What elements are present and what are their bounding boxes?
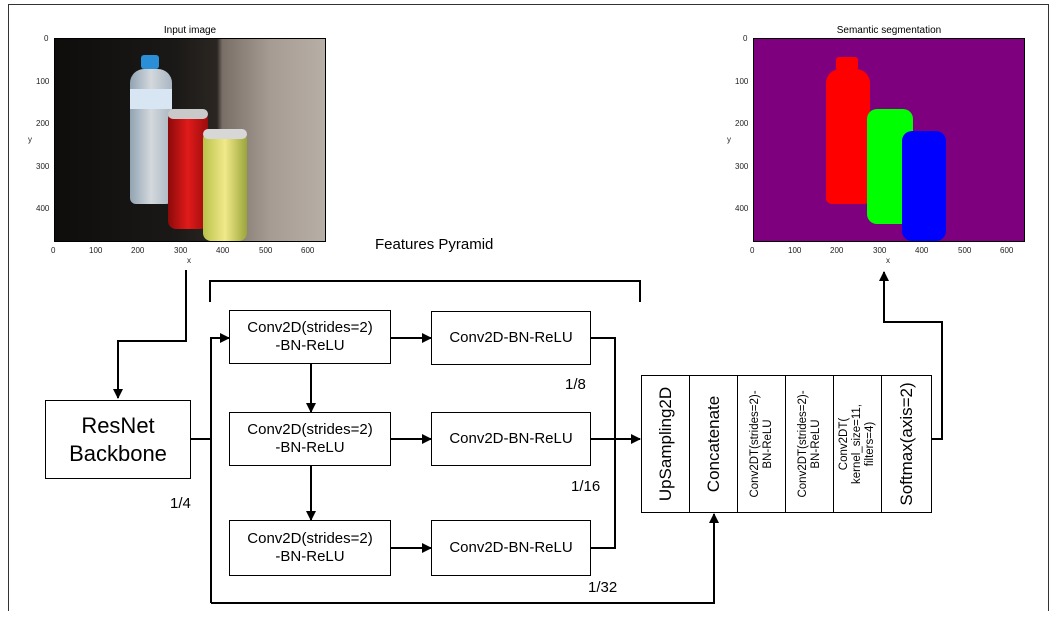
concatenate-label: Concatenate [703, 395, 723, 493]
figure-frame [8, 4, 1049, 611]
input-ytick: 0 [44, 34, 49, 43]
conv-stride-line2: -BN-ReLU [275, 548, 345, 565]
segmentation-plot [753, 38, 1025, 242]
softmax-box: Softmax(axis=2) [881, 375, 932, 513]
seg-xtick: 100 [788, 246, 802, 255]
backbone-line2: Backbone [69, 440, 167, 466]
seg-xlabel: x [886, 256, 890, 265]
merge-line-1 [591, 337, 616, 549]
conv-stride-line1: Conv2D(strides=2) [247, 530, 373, 547]
features-pyramid-label: Features Pyramid [375, 236, 494, 253]
conv-stride-line1: Conv2D(strides=2) [247, 319, 373, 336]
conv-stride-box-2: Conv2D(strides=2) -BN-ReLU [229, 412, 391, 466]
conv-bn-box-3: Conv2D-BN-ReLU [431, 520, 591, 576]
conv-bn-label: Conv2D-BN-ReLU [449, 329, 573, 346]
input-xtick: 500 [259, 246, 273, 255]
seg-ylabel: y [727, 135, 731, 144]
upsampling2d-box: UpSampling2D [641, 375, 690, 513]
conv2dt-3-line1: Conv2DT( [837, 417, 850, 471]
input-xlabel: x [187, 256, 191, 265]
backbone-line1: ResNet [81, 413, 155, 438]
bypass-to-concatenate-arrow [211, 513, 719, 604]
conv2dt-1-line1: Conv2DT(strides=2)- [748, 390, 761, 498]
scale-1-8: 1/8 [565, 376, 586, 393]
yellow-can-top [203, 129, 247, 139]
seg-xtick: 600 [1000, 246, 1014, 255]
input-plot-title: Input image [163, 25, 217, 36]
upsampling2d-label: UpSampling2D [655, 386, 675, 502]
input-image-plot [54, 38, 326, 242]
conv2dt-2-line2: BN-ReLU [809, 419, 822, 469]
input-xtick: 400 [216, 246, 230, 255]
conv2dt-2-line1: Conv2DT(strides=2)- [796, 390, 809, 498]
seg-xtick: 300 [873, 246, 887, 255]
input-xtick: 200 [131, 246, 145, 255]
conv-bn-label: Conv2D-BN-ReLU [449, 539, 573, 556]
seg-xtick: 500 [958, 246, 972, 255]
conv2dt-box-3: Conv2DT( kernel_size=11, filters=4) [833, 375, 882, 513]
seg-ytick: 300 [735, 162, 749, 171]
input-xtick: 600 [301, 246, 315, 255]
conv-bn-label: Conv2D-BN-ReLU [449, 430, 573, 447]
seg-ytick: 400 [735, 204, 749, 213]
bottle-mask [826, 69, 870, 204]
pyramid-bracket [209, 280, 641, 302]
input-xtick: 300 [174, 246, 188, 255]
conv2dt-2-label: Conv2DT(strides=2)- BN-ReLU [796, 390, 822, 497]
seg-plot-title: Semantic segmentation [836, 25, 942, 36]
concatenate-box: Concatenate [689, 375, 738, 513]
conv2dt-1-label: Conv2DT(strides=2)- BN-ReLU [748, 390, 774, 497]
backbone-to-conv1-arrow [210, 333, 230, 603]
input-xtick: 100 [89, 246, 103, 255]
conv-stride-line1: Conv2D(strides=2) [247, 421, 373, 438]
yellow-can [203, 131, 247, 241]
conv2dt-box-1: Conv2DT(strides=2)- BN-ReLU [737, 375, 786, 513]
conv-stride-box-3: Conv2D(strides=2) -BN-ReLU [229, 520, 391, 576]
scale-1-32: 1/32 [588, 579, 618, 596]
input-ylabel: y [28, 135, 32, 144]
resnet-backbone-box: ResNet Backbone [45, 400, 191, 479]
seg-ytick: 100 [735, 77, 749, 86]
seg-xtick: 0 [750, 246, 755, 255]
softmax-label: Softmax(axis=2) [896, 382, 916, 506]
conv2dt-box-2: Conv2DT(strides=2)- BN-ReLU [785, 375, 834, 513]
softmax-to-seg-arrow [879, 271, 943, 440]
input-ytick: 100 [36, 77, 50, 86]
conv2dt-3-line3: filters=4) [864, 421, 877, 467]
conv-stride-line2: -BN-ReLU [275, 439, 345, 456]
bottle-mask [836, 57, 858, 71]
scale-1-16: 1/16 [571, 478, 601, 495]
input-ytick: 200 [36, 119, 50, 128]
conv-bn-box-2: Conv2D-BN-ReLU [431, 412, 591, 466]
input-ytick: 400 [36, 204, 50, 213]
red-can [168, 111, 208, 229]
seg-ytick: 0 [743, 34, 748, 43]
input-xtick: 0 [51, 246, 56, 255]
conv-stride-box-1: Conv2D(strides=2) -BN-ReLU [229, 310, 391, 364]
conv-bn-box-1: Conv2D-BN-ReLU [431, 311, 591, 365]
seg-xtick: 200 [830, 246, 844, 255]
input-to-backbone-arrow [113, 270, 187, 399]
bottle-cap [141, 55, 159, 69]
scale-1-4: 1/4 [170, 495, 191, 512]
can-mask-blue [902, 131, 946, 241]
input-ytick: 300 [36, 162, 50, 171]
red-can-top [168, 109, 208, 119]
seg-xtick: 400 [915, 246, 929, 255]
conv-stride-line2: -BN-ReLU [275, 337, 345, 354]
conv2dt-1-line2: BN-ReLU [761, 419, 774, 469]
bottle-label [130, 89, 172, 109]
seg-ytick: 200 [735, 119, 749, 128]
conv2dt-3-line2: kernel_size=11, [850, 403, 863, 485]
conv2dt-3-label: Conv2DT( kernel_size=11, filters=4) [838, 404, 878, 484]
